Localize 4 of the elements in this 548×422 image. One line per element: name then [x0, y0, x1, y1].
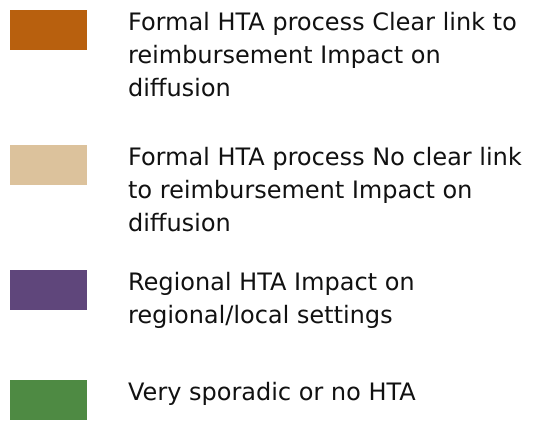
legend-label: Regional HTA Impact on regional/local settings: [128, 267, 416, 331]
legend-label: Very sporadic or no HTA: [128, 377, 417, 408]
legend-label: Formal HTA process No clear link to reimbursement Impact on diffusion: [128, 142, 523, 239]
legend-label: Formal HTA process Clear link to reimbursement Impact on diffusion: [128, 7, 518, 104]
